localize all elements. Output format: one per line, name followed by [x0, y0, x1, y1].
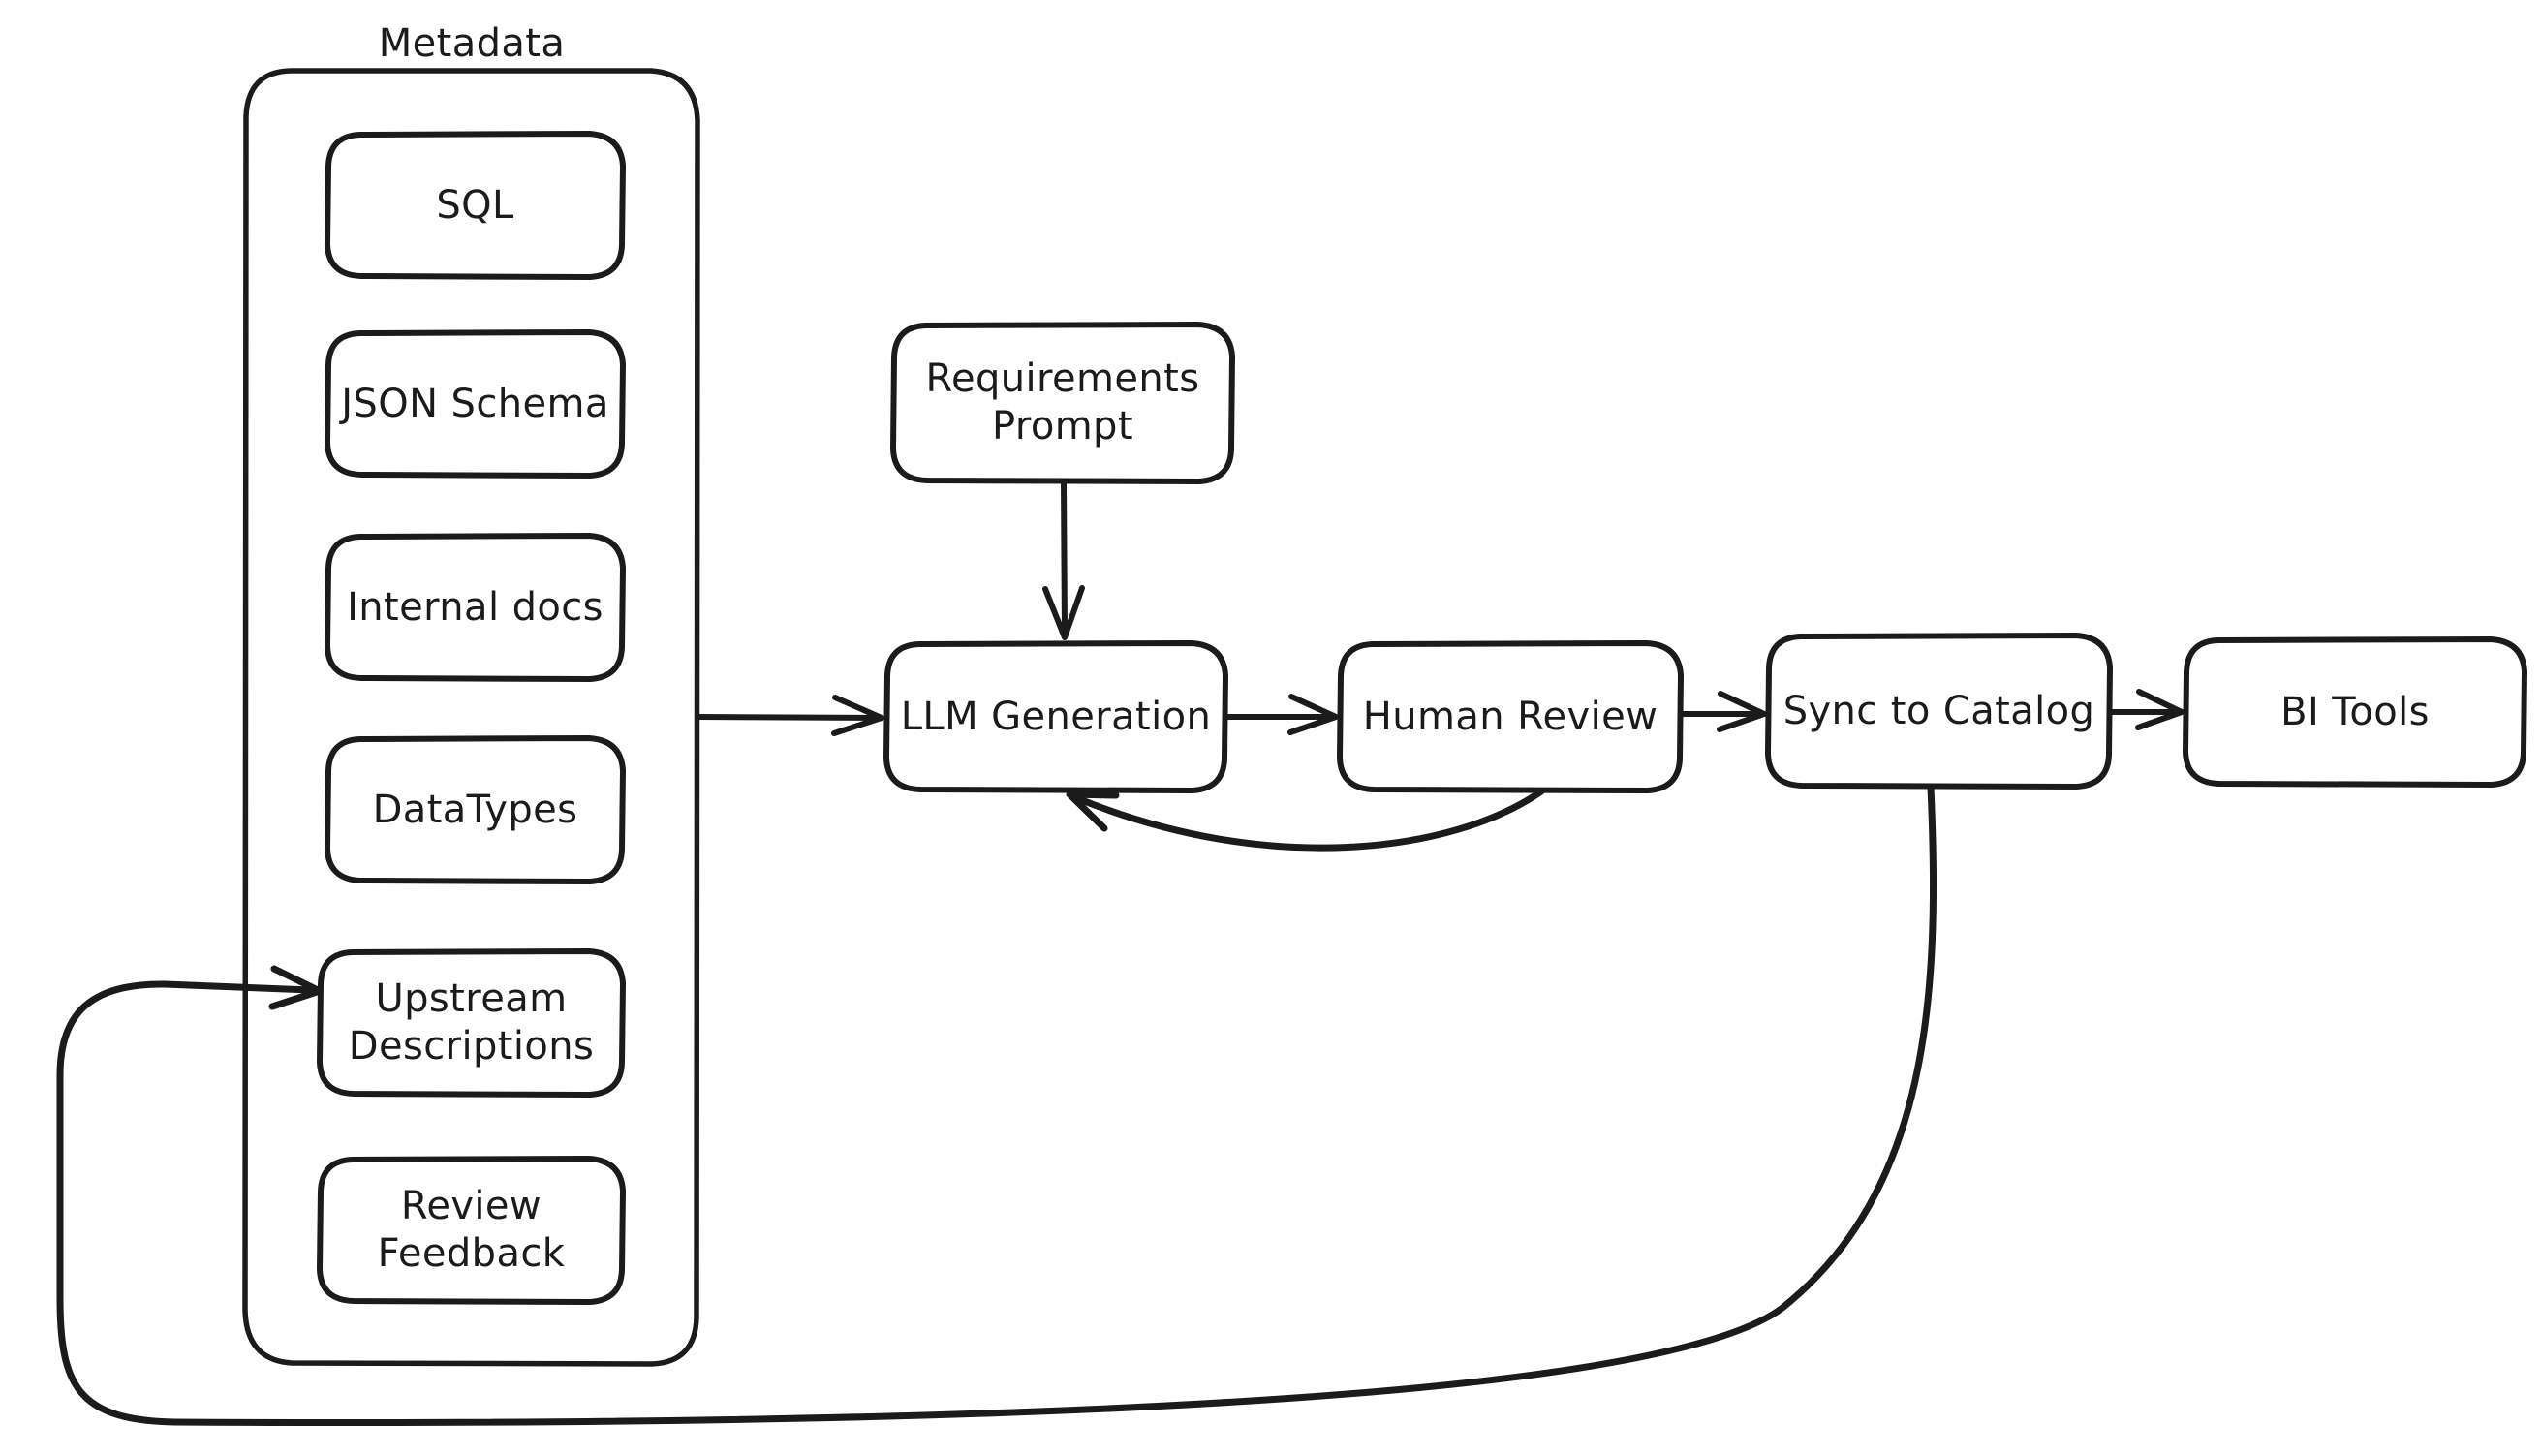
node-internal-docs[interactable] — [327, 536, 623, 679]
node-sync-to-catalog-shape[interactable] — [1765, 633, 2113, 790]
node-review-feedback[interactable] — [320, 1159, 623, 1302]
node-sql-shape[interactable] — [325, 131, 626, 280]
node-datatypes[interactable] — [327, 738, 623, 882]
node-requirements-prompt[interactable] — [893, 325, 1232, 481]
node-llm-generation[interactable] — [886, 643, 1225, 790]
node-upstream-descriptions[interactable] — [320, 951, 623, 1095]
node-bi-tools-shape[interactable] — [2183, 636, 2527, 788]
node-requirements-prompt-shape[interactable] — [890, 322, 1235, 484]
edge-review-back-to-llm[interactable] — [1066, 788, 1545, 852]
node-human-review-shape[interactable] — [1337, 640, 1684, 793]
node-upstream-descriptions-shape[interactable] — [317, 948, 626, 1098]
node-human-review[interactable] — [1340, 643, 1681, 790]
node-bi-tools[interactable] — [2185, 639, 2525, 785]
node-sql[interactable] — [327, 134, 623, 277]
metadata-group-title: Metadata — [378, 21, 566, 66]
edge-llm-to-review[interactable] — [1223, 694, 1339, 735]
node-internal-docs-shape[interactable] — [325, 533, 626, 682]
edge-prompt-to-llm[interactable] — [1042, 480, 1085, 640]
edge-metadata-to-llm[interactable] — [695, 695, 884, 736]
edge-sync-back-to-upstream[interactable] — [56, 784, 1937, 1427]
edge-sync-to-bi[interactable] — [2107, 689, 2185, 730]
node-llm-generation-shape[interactable] — [883, 640, 1228, 793]
node-sync-to-catalog[interactable] — [1768, 635, 2110, 787]
node-json-schema[interactable] — [327, 332, 623, 476]
node-review-feedback-shape[interactable] — [317, 1156, 626, 1305]
edge-review-to-sync[interactable] — [1678, 691, 1767, 732]
node-json-schema-shape[interactable] — [325, 329, 626, 479]
node-datatypes-shape[interactable] — [325, 735, 626, 884]
